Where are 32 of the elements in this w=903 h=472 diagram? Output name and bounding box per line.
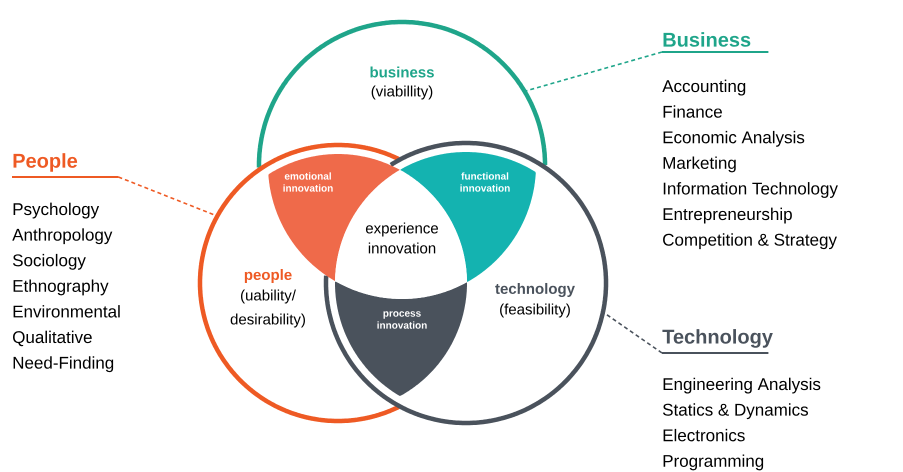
list-item: Environmental (14, 305, 120, 318)
list-item: Sociology (12, 254, 86, 270)
list-item: Entrepreneurship (664, 208, 792, 224)
list-item: Anthropology (12, 228, 112, 244)
list-heading: Business (662, 32, 768, 53)
list-item: Programming (664, 454, 764, 470)
circle-title: business (370, 66, 434, 78)
list-item: Qualitative (13, 330, 92, 346)
center-label: experience innovation (366, 222, 438, 254)
list-item: Information Technology (664, 182, 838, 198)
list-heading: Technology (662, 329, 773, 354)
list-item: Statics & Dynamics (662, 403, 808, 420)
list-item: Need-Finding (14, 356, 114, 372)
list-item: Economic Analysis (664, 130, 804, 147)
circle-title: people (244, 269, 292, 283)
circle-subtitle: (uability/ desirability) (230, 290, 305, 328)
overlap-label: functional innovation (460, 172, 510, 192)
list-item: Competition & Strategy (663, 233, 837, 250)
list-item: Ethnography (14, 280, 109, 296)
leader-line (524, 51, 662, 92)
list-item: Accounting (662, 80, 746, 96)
list-item: Finance (664, 105, 722, 118)
list-item: Marketing (664, 156, 736, 172)
list-item: Psychology (14, 202, 100, 219)
circle-subtitle: (feasibility) (500, 304, 570, 318)
circle-subtitle: (viabillity) (372, 86, 432, 100)
list-heading: People (12, 153, 118, 178)
overlap-label: emotional innovation (283, 172, 333, 192)
list-item: Engineering Analysis (664, 378, 820, 394)
list-item: Electronics (664, 428, 745, 442)
overlap-label: process innovation (377, 311, 427, 329)
circle-title: technology (495, 282, 575, 298)
